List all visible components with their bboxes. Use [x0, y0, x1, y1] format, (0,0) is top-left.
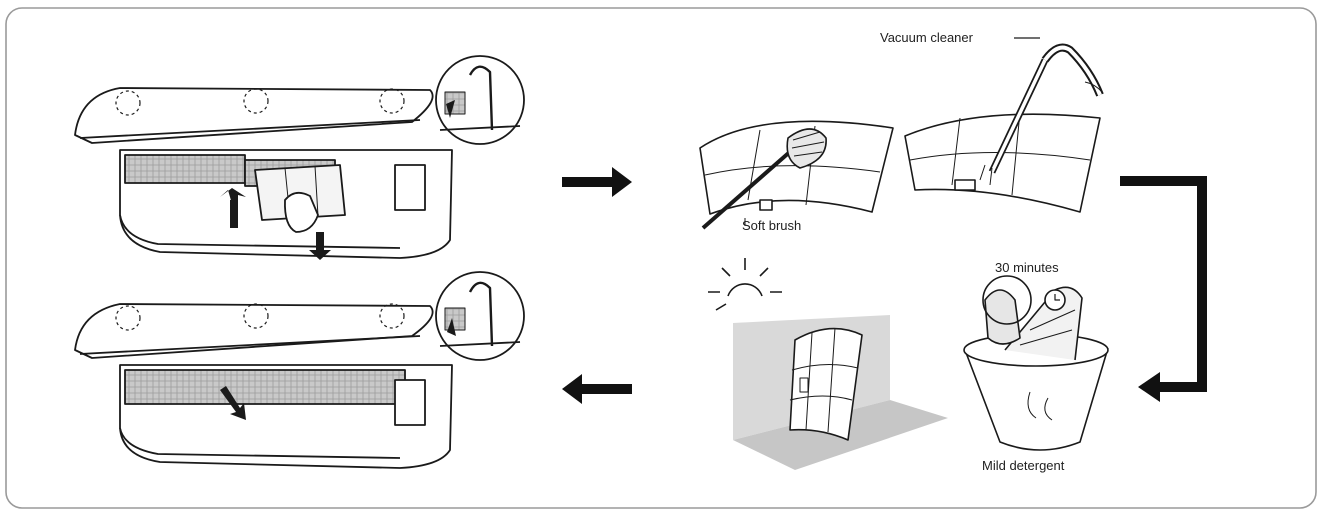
vacuum-cleaner-label: Vacuum cleaner — [880, 30, 974, 45]
filter-brushing — [699, 120, 894, 230]
arrow-icon — [562, 167, 1207, 404]
sun-icon — [708, 258, 782, 311]
arrow-icon — [220, 100, 455, 260]
arrow-icon — [220, 318, 456, 420]
detergent-soak — [963, 275, 1109, 451]
shade-drying — [733, 315, 948, 470]
mild-detergent-label: Mild detergent — [982, 458, 1065, 473]
ac-unit-insert-filter — [74, 271, 525, 469]
soft-brush-label: Soft brush — [742, 218, 801, 233]
filter-vacuuming — [904, 37, 1104, 213]
ac-unit-remove-filter — [74, 55, 525, 259]
thirty-minutes-label: 30 minutes — [995, 260, 1059, 275]
